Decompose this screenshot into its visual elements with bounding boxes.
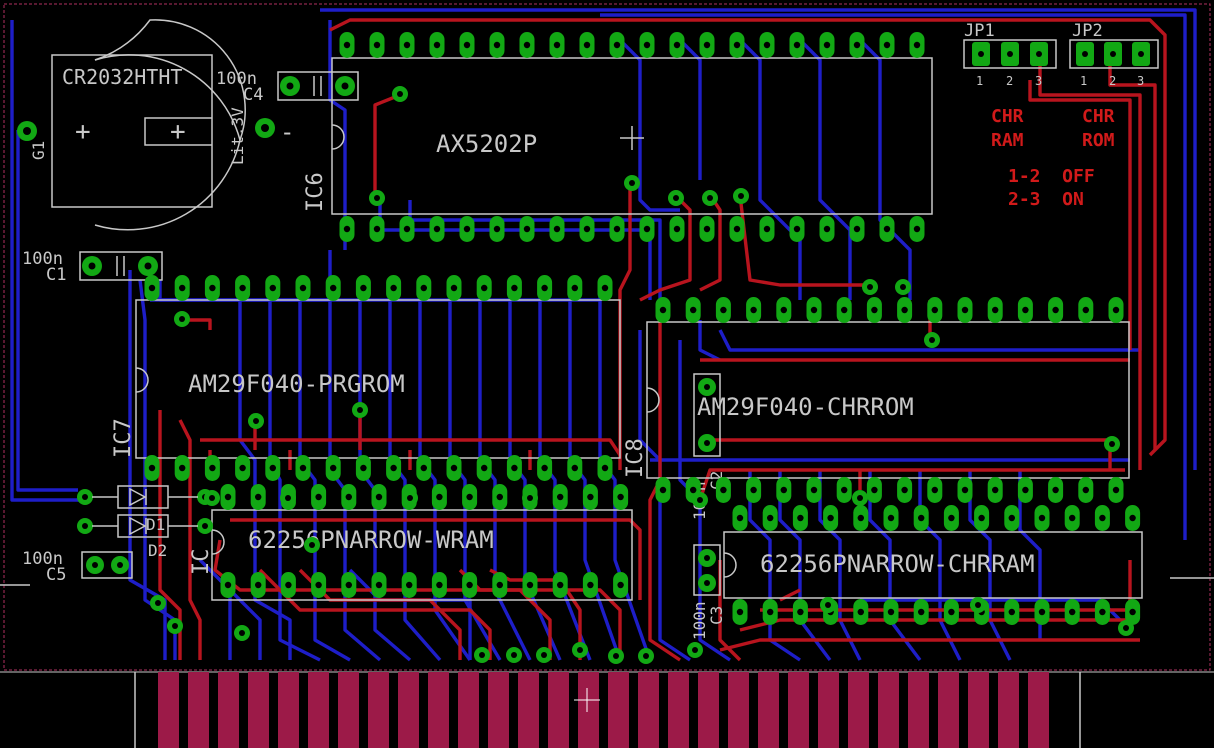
edge-finger (818, 672, 839, 748)
jumper-jp2-pin1: 1 (1080, 74, 1087, 88)
battery-arc (94, 54, 241, 231)
edge-finger (668, 672, 689, 748)
edge-finger (908, 672, 929, 748)
battery-part-label: CR2032HTHT (62, 65, 182, 89)
ic6-part-label: AX5202P (436, 130, 537, 158)
ic8-name: IC8 (623, 438, 648, 478)
edge-finger (548, 672, 569, 748)
ic7-name: IC7 (111, 418, 136, 458)
edge-finger (758, 672, 779, 748)
battery-plus-sign-2: + (170, 117, 186, 147)
legend-line1: 1-2 OFF (1008, 166, 1095, 187)
edge-finger (518, 672, 539, 748)
ic8-pins (655, 297, 1124, 503)
edge-connector-fingers (158, 672, 1049, 748)
jumper-jp1-pin2: 2 (1006, 74, 1013, 88)
board-outline (3, 3, 1211, 671)
edge-finger (188, 672, 209, 748)
ic8-outline (646, 321, 1130, 479)
diode-d1-name: D1 (146, 515, 165, 534)
edge-finger (398, 672, 419, 748)
edge-finger (1028, 672, 1049, 748)
ic6-ax5202p: AX5202P IC6 (303, 32, 933, 242)
jumper-jp1: JP1 1 2 3 (963, 21, 1057, 88)
battery-g1: CR2032HTHT + + - G1 Lit.3V (17, 19, 294, 231)
diode-d2: D2 (77, 514, 213, 560)
jumper-jp1-pin1: 1 (976, 74, 983, 88)
edge-finger (218, 672, 239, 748)
ic7-prgrom: AM29F040-PRGROM IC7 (111, 275, 621, 481)
battery-minus-sign: - (280, 118, 294, 146)
capacitor-c4-value: 100n (216, 69, 257, 89)
ic7-part-label: AM29F040-PRGROM (188, 370, 405, 398)
battery-body (51, 54, 213, 208)
jumper-jp1-name: JP1 (964, 21, 995, 41)
jp2-label-line1: CHR (1082, 106, 1115, 127)
edge-finger (248, 672, 269, 748)
capacitor-c3: 100n C3 (690, 544, 726, 640)
battery-name: G1 (29, 141, 48, 160)
ic8-chrrom: AM29F040-CHRROM IC8 (623, 297, 1130, 503)
vias (150, 86, 1134, 664)
battery-type-label: Lit.3V (228, 107, 247, 165)
ic7-outline (135, 299, 621, 459)
edge-finger (638, 672, 659, 748)
edge-finger (938, 672, 959, 748)
ic7-pins (144, 275, 613, 481)
wram-outline (211, 509, 633, 601)
chrram-part-label: 62256PNARROW-CHRRAM (760, 550, 1035, 578)
edge-finger (368, 672, 389, 748)
edge-finger (728, 672, 749, 748)
capacitor-c3-value: 100n (690, 601, 709, 640)
capacitor-c5-value: 100n (22, 549, 63, 569)
edge-finger (788, 672, 809, 748)
edge-finger (608, 672, 629, 748)
chrram-62256: 62256PNARROW-CHRRAM (723, 505, 1143, 625)
jp1-label-line1: CHR (991, 106, 1024, 127)
ic6-pins (339, 32, 925, 242)
capacitor-c5-name: C5 (46, 565, 66, 585)
edge-finger (158, 672, 179, 748)
capacitor-c4-name: C4 (243, 85, 263, 105)
capacitor-c1: 100n C1 (22, 249, 163, 285)
jumper-jp2-name: JP2 (1072, 21, 1103, 41)
edge-finger (308, 672, 329, 748)
jp1-label-line2: RAM (991, 130, 1024, 151)
edge-finger (458, 672, 479, 748)
battery-arc-outer (94, 19, 246, 141)
capacitor-c1-name: C1 (46, 265, 66, 285)
edge-finger (698, 672, 719, 748)
ic6-name: IC6 (303, 172, 328, 212)
chrram-outline (723, 531, 1143, 599)
edge-finger (578, 672, 599, 748)
capacitor-c4: 100n C4 (216, 69, 359, 105)
edge-finger (488, 672, 509, 748)
edge-finger (968, 672, 989, 748)
edge-finger (278, 672, 299, 748)
edge-finger (428, 672, 449, 748)
capacitor-c1-value: 100n (22, 249, 63, 269)
jumper-jp2-pin2: 2 (1109, 74, 1116, 88)
jp2-label-line2: ROM (1082, 130, 1115, 151)
edge-finger (848, 672, 869, 748)
wram-name: IC (189, 549, 214, 576)
jumper-jp2-pin3: 3 (1137, 74, 1144, 88)
jumper-jp1-pin3: 3 (1035, 74, 1042, 88)
edge-finger (878, 672, 899, 748)
ic6-outline (331, 57, 933, 215)
jumper-jp2: JP2 1 2 3 (1069, 21, 1159, 88)
battery-plus-sign: + (75, 117, 91, 147)
capacitor-c5: 100n C5 (22, 549, 133, 585)
capacitor-c3-name: C3 (707, 606, 726, 625)
ic8-part-label: AM29F040-CHRROM (697, 393, 914, 421)
edge-finger (338, 672, 359, 748)
wram-part-label: 62256PNARROW-WRAM (248, 526, 494, 554)
legend-line2: 2-3 ON (1008, 189, 1084, 210)
battery-contact (144, 117, 212, 146)
diode-d2-name: D2 (148, 541, 167, 560)
edge-finger (998, 672, 1019, 748)
